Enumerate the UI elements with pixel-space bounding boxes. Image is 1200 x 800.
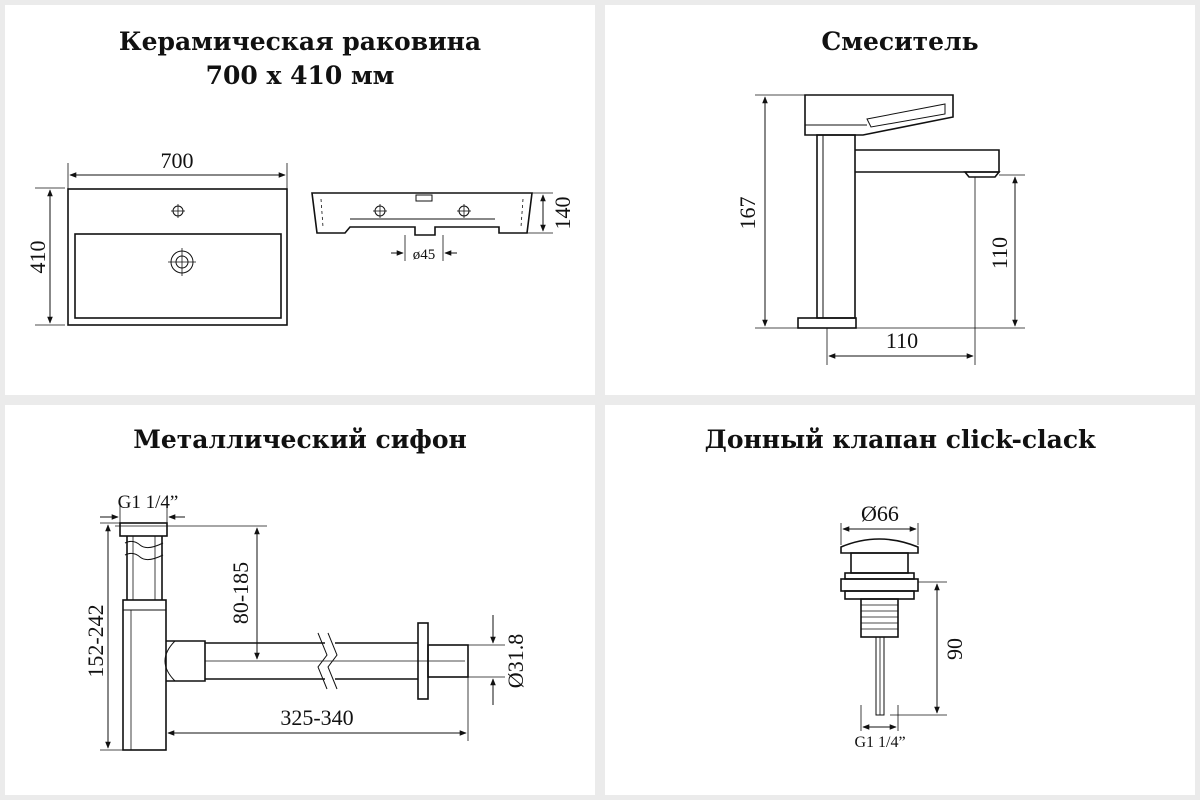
- drain-hole-icon: [168, 248, 196, 276]
- panel-drain-valve: Донный клапан click-clack Ø66: [605, 405, 1195, 795]
- siphon-drawing: G1 1/4”: [83, 492, 528, 751]
- panel-basin: Керамическая раковина 700 х 410 мм 700 4…: [5, 5, 595, 395]
- siphon-thread-label: G1 1/4”: [118, 492, 179, 513]
- panel-siphon: Металлический сифон G1 1/4”: [5, 405, 595, 795]
- basin-depth-label: 410: [25, 241, 50, 274]
- basin-drawing: 700 410: [25, 148, 575, 326]
- siphon-height-label: 152-242: [83, 604, 108, 677]
- basin-title: Керамическая раковина: [118, 27, 482, 56]
- faucet-title: Смеситель: [821, 27, 979, 56]
- basin-size-title: 700 х 410 мм: [205, 61, 395, 90]
- drain-height-label: 90: [942, 638, 967, 660]
- basin-width-label: 700: [161, 148, 194, 173]
- drain-thread-label: G1 1/4”: [854, 734, 905, 751]
- siphon-title: Металлический сифон: [133, 425, 467, 454]
- side-hole-left-icon: [373, 204, 387, 218]
- panel-faucet: Смеситель 167 110: [605, 5, 1195, 395]
- drain-valve-title: Донный клапан click-clack: [704, 425, 1096, 454]
- basin-drain-label: ø45: [413, 247, 436, 263]
- drain-valve-drawing: Ø66 90 G1 1/4”: [840, 501, 967, 751]
- siphon-diameter-label: Ø31.8: [503, 634, 528, 688]
- faucet-height-label: 167: [735, 197, 760, 230]
- side-hole-right-icon: [457, 204, 471, 218]
- faucet-reach-label: 110: [886, 328, 918, 353]
- drain-diameter-label: Ø66: [861, 501, 899, 526]
- basin-height-label: 140: [550, 197, 575, 230]
- faucet-hole-icon: [171, 204, 185, 218]
- siphon-length-label: 325-340: [280, 705, 353, 730]
- faucet-spout-height-label: 110: [987, 237, 1012, 269]
- faucet-drawing: 167 110 110: [735, 94, 1025, 365]
- siphon-outlet-label: 80-185: [228, 562, 253, 624]
